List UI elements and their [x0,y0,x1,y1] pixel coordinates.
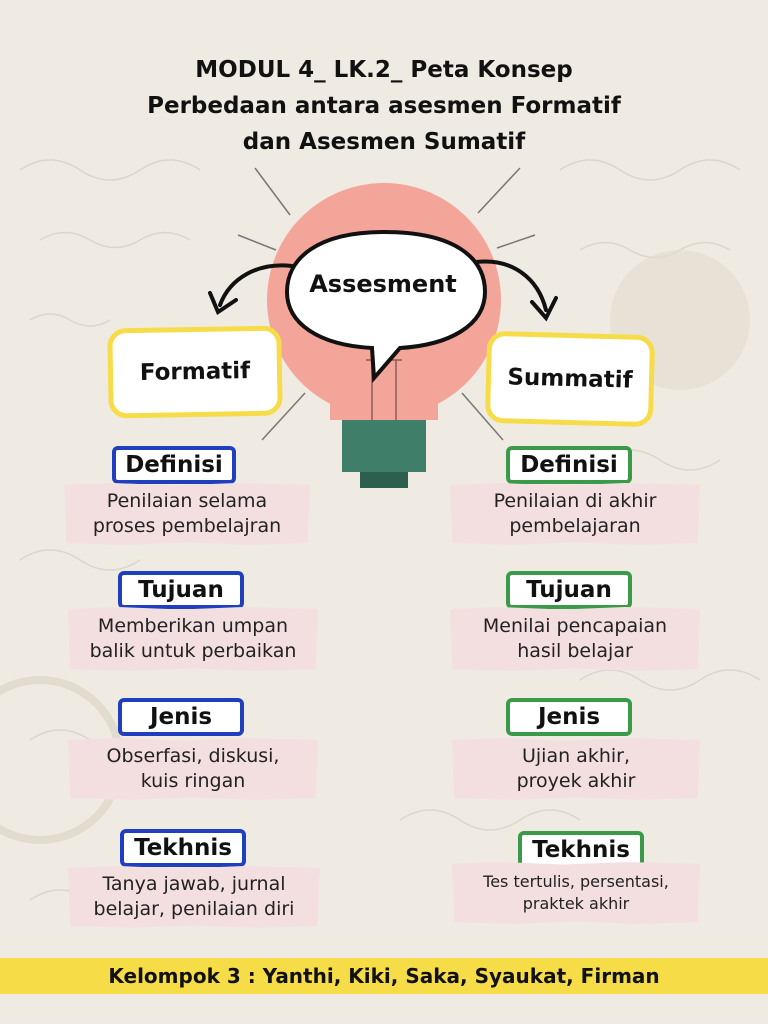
category-formatif: Formatif [107,325,283,419]
page-title: MODUL 4_ LK.2_ Peta Konsep Perbedaan ant… [0,52,768,160]
sumatif-tekhnis-text: Tes tertulis, persentasi, praktek akhir [452,862,700,924]
formatif-tujuan-label: Tujuan [118,571,244,609]
sumatif-tujuan-label: Tujuan [506,571,632,609]
center-label: Assesment [309,270,457,298]
title-line-1: MODUL 4_ LK.2_ Peta Konsep [195,57,573,83]
footer-bar: Kelompok 3 : Yanthi, Kiki, Saka, Syaukat… [0,958,768,994]
bulb-base [342,420,426,472]
title-line-2: Perbedaan antara asesmen Formatif [147,93,621,119]
arrow-right [474,259,558,322]
sumatif-definisi-label: Definisi [506,446,632,484]
sumatif-definisi-text: Penilaian di akhir pembelajaran [450,483,700,545]
sumatif-jenis-text: Ujian akhir, proyek akhir [452,738,700,800]
formatif-tekhnis-label: Tekhnis [120,829,246,867]
formatif-tekhnis-text: Tanya jawab, jurnal belajar, penilaian d… [68,866,320,928]
formatif-jenis-text: Obserfasi, diskusi, kuis ringan [68,738,318,800]
formatif-definisi-label: Definisi [112,446,236,484]
category-summatif: Summatif [484,330,656,428]
sumatif-tujuan-text: Menilai pencapaian hasil belajar [450,607,700,671]
sumatif-jenis-label: Jenis [506,698,632,736]
footer-text: Kelompok 3 : Yanthi, Kiki, Saka, Syaukat… [108,964,660,988]
bulb-rays [237,167,536,441]
title-line-3: dan Asesmen Sumatif [242,129,526,155]
formatif-tujuan-text: Memberikan umpan balik untuk perbaikan [68,607,318,671]
formatif-jenis-label: Jenis [118,698,244,736]
arrow-left [208,263,294,316]
formatif-definisi-text: Penilaian selama proses pembelajran [64,483,310,545]
